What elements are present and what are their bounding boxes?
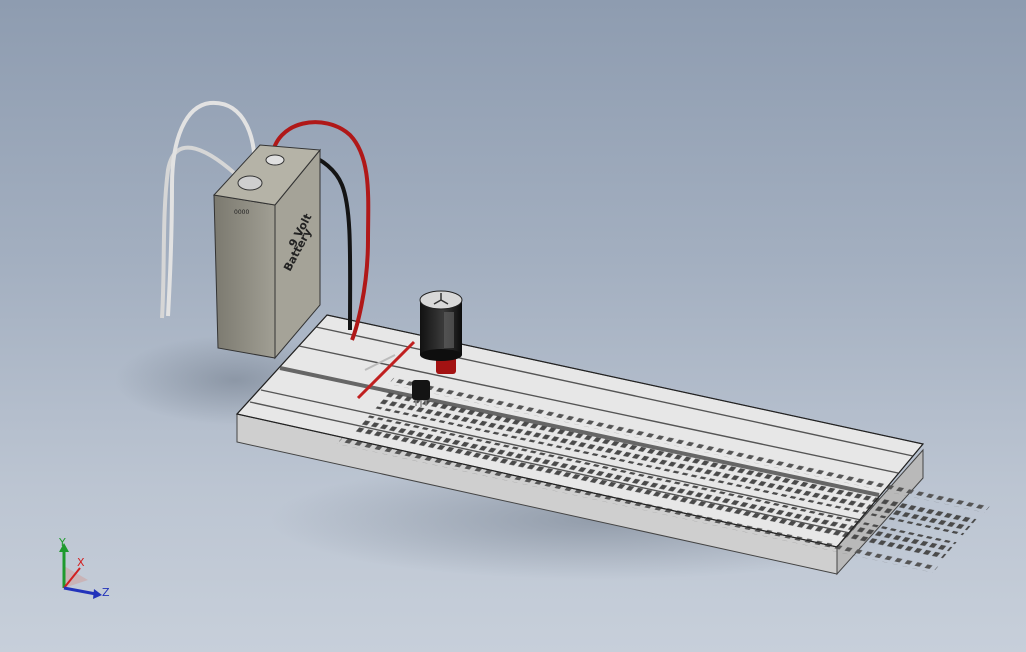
x-axis-label: X xyxy=(77,556,85,569)
y-axis-arrow-icon xyxy=(59,543,69,552)
wire-white-1[interactable] xyxy=(160,145,244,319)
breadboard-section-overlay xyxy=(236,314,924,548)
breadboard[interactable] xyxy=(235,314,991,576)
triad-xy-plane xyxy=(64,566,88,588)
breadboard-power-rail-top[interactable] xyxy=(388,376,991,513)
battery-terminal-negative[interactable] xyxy=(237,175,263,191)
z-axis-label: Z xyxy=(102,586,110,599)
x-axis-icon xyxy=(63,567,81,589)
z-axis-icon xyxy=(63,586,97,596)
battery-terminal-positive[interactable] xyxy=(265,154,285,166)
z-axis-arrow-icon xyxy=(93,589,102,599)
battery-front xyxy=(213,194,276,359)
breadboard-divider xyxy=(260,389,862,521)
wire-red[interactable] xyxy=(270,120,371,341)
breadboard-divider xyxy=(315,326,914,457)
resistor[interactable] xyxy=(356,340,416,400)
coordinate-triad[interactable]: Y X Z xyxy=(50,536,114,606)
breadboard-hole-field-lower[interactable] xyxy=(351,414,957,561)
y-axis-label: Y xyxy=(58,536,66,549)
breadboard-divider xyxy=(298,345,899,474)
electrolytic-capacitor[interactable] xyxy=(419,290,463,361)
wire-white-2[interactable] xyxy=(166,100,257,317)
battery-top-marking: 0000 xyxy=(234,209,249,216)
breadboard-hole-field-upper[interactable] xyxy=(372,389,979,536)
battery-9v[interactable]: 0000 9 Volt Battery xyxy=(213,144,321,360)
breadboard-power-rail-bottom[interactable] xyxy=(336,436,939,573)
battery-top xyxy=(213,144,321,206)
transistor[interactable] xyxy=(412,380,430,407)
